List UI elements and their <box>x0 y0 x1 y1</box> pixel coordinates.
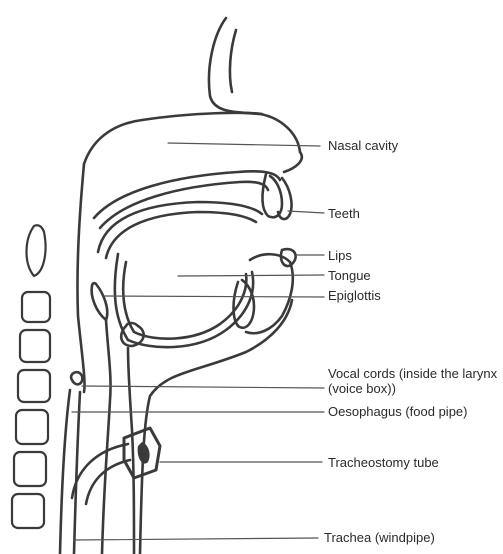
label-teeth: Teeth <box>328 206 360 221</box>
lower-teeth <box>234 280 255 328</box>
oesophagus-wall-1 <box>60 390 70 554</box>
nose-profile <box>209 18 300 152</box>
nose-inner <box>230 30 236 92</box>
mouth-roof-inner <box>106 212 256 258</box>
label-nasal-cavity: Nasal cavity <box>328 138 398 153</box>
trachea-front <box>128 348 134 554</box>
label-trachea: Trachea (windpipe) <box>324 530 435 545</box>
trachea-leader <box>74 538 318 540</box>
label-lips: Lips <box>328 248 352 263</box>
tongue-leader <box>178 275 324 276</box>
upper-lip-profile <box>284 152 302 172</box>
tracheostomy-opening <box>138 442 150 464</box>
pharynx-back-wall <box>77 164 84 392</box>
tracheostomy-tube-inner <box>86 460 130 504</box>
label-oesophagus: Oesophagus (food pipe) <box>328 404 467 419</box>
vertebrae <box>12 225 50 528</box>
epiglottis-shape <box>92 283 108 320</box>
label-epiglottis: Epiglottis <box>328 288 381 303</box>
larynx-back <box>102 320 111 554</box>
label-tracheostomy-tube: Tracheostomy tube <box>328 455 439 470</box>
tracheostomy-tube-outer <box>72 444 128 498</box>
oesophagus-wall-2 <box>74 392 80 554</box>
vocal-cords-leader <box>82 386 324 388</box>
teeth-leader <box>288 211 324 213</box>
label-vocal-cords: Vocal cords (inside the larynx (voice bo… <box>328 366 498 396</box>
label-tongue: Tongue <box>328 268 371 283</box>
head-back-outline <box>84 113 262 164</box>
vocal-cords-shape <box>71 372 82 384</box>
